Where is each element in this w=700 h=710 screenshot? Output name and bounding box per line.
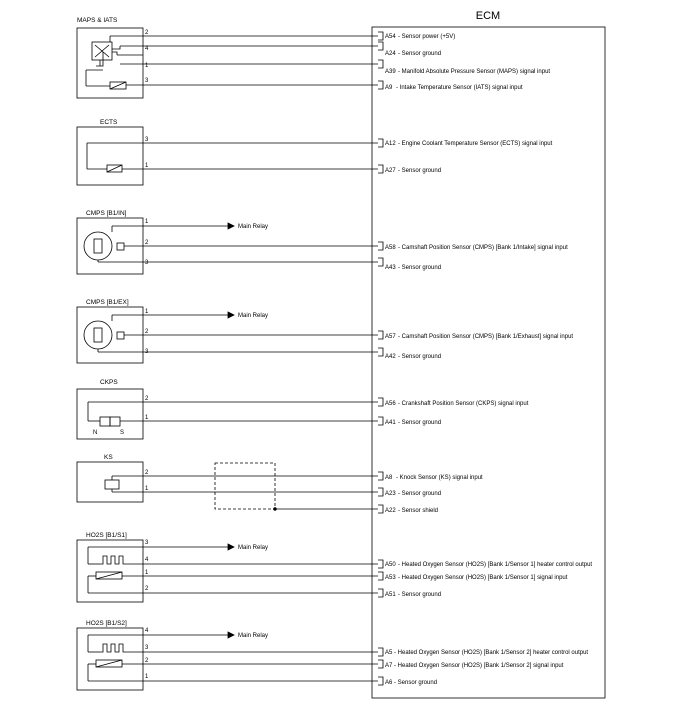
terminal-id: A53 — [385, 575, 396, 581]
pin-label: 2 — [145, 396, 149, 402]
terminal-id: A57 — [385, 334, 396, 340]
pin-label: 2 — [145, 30, 149, 36]
terminal-id: A5 — [385, 650, 393, 656]
terminal-id: A8 — [385, 475, 393, 481]
terminal-id: A24 — [385, 51, 396, 57]
pin-label: 4 — [145, 628, 149, 634]
sensor-title: ECTS — [100, 119, 118, 126]
terminal-id: A7 — [385, 663, 393, 669]
terminal-desc: - Sensor ground — [398, 265, 441, 271]
terminal-desc: - Camshaft Position Sensor (CMPS) [Bank … — [398, 334, 573, 340]
terminal-desc: - Heated Oxygen Sensor (HO2S) [Bank 1/Se… — [398, 575, 568, 581]
terminal-desc: - Sensor ground — [398, 420, 441, 426]
pin-label: 3 — [145, 137, 149, 143]
terminal-desc: - Sensor ground — [398, 491, 441, 497]
pin-label: 4 — [145, 557, 149, 563]
sensor-title: HO2S [B1/S2] — [86, 620, 127, 627]
terminal-id: A58 — [385, 245, 396, 251]
pin-label: 3 — [145, 260, 149, 266]
sensor-title: KS — [104, 454, 113, 461]
sensor-title: CKPS — [100, 379, 118, 386]
terminal-id: A50 — [385, 562, 396, 568]
ecm-title: ECM — [476, 10, 500, 22]
pin-label: 1 — [145, 570, 149, 576]
sensor-title: MAPS & IATS — [77, 17, 118, 24]
coil-north: N — [93, 430, 97, 436]
ks-element — [104, 479, 120, 490]
pin-label: 1 — [145, 486, 149, 492]
terminal-desc: - Crankshaft Position Sensor (CKPS) sign… — [398, 401, 529, 407]
relay-label: Main Relay — [238, 313, 268, 319]
pin-label: 1 — [145, 63, 149, 69]
ecm-block — [371, 26, 606, 699]
pin-label: 2 — [145, 658, 149, 664]
terminal-id: A6 — [385, 680, 393, 686]
relay-label: Main Relay — [238, 545, 268, 551]
sensor-title: CMPS [B1/IN] — [86, 210, 127, 217]
terminal-ticks — [378, 31, 384, 686]
terminal-desc: - Sensor ground — [398, 592, 441, 598]
terminal-desc: - Sensor power (+5V) — [398, 34, 455, 40]
sensor-title: CMPS [B1/EX] — [86, 299, 129, 306]
pin-label: 2 — [145, 470, 149, 476]
terminal-id: A9 — [385, 85, 393, 91]
terminal-id: A43 — [385, 265, 396, 271]
terminal-desc: - Manifold Absolute Pressure Sensor (MAP… — [398, 69, 550, 75]
pin-label: 2 — [145, 240, 149, 246]
terminal-id: A54 — [385, 34, 396, 40]
pin-label: 1 — [145, 219, 149, 225]
terminal-desc: - Knock Sensor (KS) signal input — [396, 475, 483, 481]
ckps-box — [76, 388, 144, 440]
coil-south: S — [120, 430, 124, 436]
terminal-desc: - Heated Oxygen Sensor (HO2S) [Bank 1/Se… — [394, 650, 588, 656]
terminal-id: A39 — [385, 69, 396, 75]
maps-iats-box — [76, 27, 144, 99]
pin-label: 1 — [145, 163, 149, 169]
terminal-desc: - Heated Oxygen Sensor (HO2S) [Bank 1/Se… — [398, 562, 592, 568]
iats-thermistor — [109, 81, 127, 90]
terminal-desc: - Heated Oxygen Sensor (HO2S) [Bank 1/Se… — [394, 663, 564, 669]
terminal-id: A12 — [385, 141, 396, 147]
terminal-id: A51 — [385, 592, 396, 598]
terminal-desc: - Engine Coolant Temperature Sensor (ECT… — [398, 141, 553, 147]
terminal-desc: - Sensor shield — [398, 508, 438, 514]
pin-label: 3 — [145, 78, 149, 84]
pin-label: 2 — [145, 329, 149, 335]
terminal-id: A23 — [385, 491, 396, 497]
terminal-desc: - Camshaft Position Sensor (CMPS) [Bank … — [398, 245, 568, 251]
terminal-desc: - Sensor ground — [398, 51, 441, 57]
terminal-id: A41 — [385, 420, 396, 426]
pressure-element — [91, 41, 113, 61]
ks-box — [76, 461, 144, 503]
pin-label: 2 — [145, 586, 149, 592]
terminal-id: A27 — [385, 168, 396, 174]
terminal-id: A42 — [385, 354, 396, 360]
ects-box — [76, 126, 144, 186]
terminal-desc: - Sensor ground — [394, 680, 437, 686]
pin-label: 1 — [145, 309, 149, 315]
pin-label: 4 — [145, 46, 149, 52]
sensor-title: HO2S [B1/S1] — [86, 532, 127, 539]
relay-label: Main Relay — [238, 633, 268, 639]
pin-label: 1 — [145, 674, 149, 680]
terminal-id: A56 — [385, 401, 396, 407]
terminal-desc: - Sensor ground — [398, 168, 441, 174]
relay-label: Main Relay — [238, 224, 268, 230]
terminal-desc: - Intake Temperature Sensor (IATS) signa… — [396, 85, 523, 91]
pin-label: 1 — [145, 415, 149, 421]
ho2s-s1-box — [76, 539, 144, 603]
shield-box — [214, 462, 276, 510]
pin-label: 3 — [145, 540, 149, 546]
ho2s-s2-box — [76, 627, 144, 691]
terminal-id: A22 — [385, 508, 396, 514]
ects-thermistor — [106, 164, 123, 173]
terminal-desc: - Sensor ground — [398, 354, 441, 360]
pin-label: 3 — [145, 349, 149, 355]
pin-label: 3 — [145, 645, 149, 651]
